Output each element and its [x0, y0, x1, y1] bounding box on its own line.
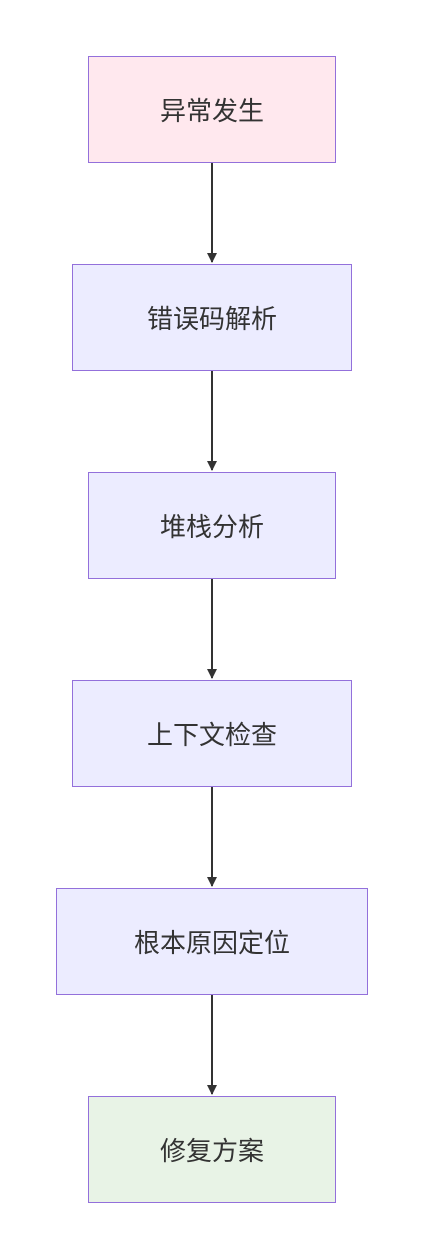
node-fix-plan: 修复方案 [88, 1096, 336, 1203]
node-label: 堆栈分析 [159, 513, 264, 543]
node-label: 上下文检查 [146, 721, 277, 751]
node-context-check: 上下文检查 [72, 680, 352, 787]
node-label: 异常发生 [159, 97, 264, 127]
node-label: 错误码解析 [146, 305, 277, 335]
node-stack-analysis: 堆栈分析 [88, 472, 336, 579]
node-error-code-parsing: 错误码解析 [72, 264, 352, 371]
node-exception-occurred: 异常发生 [88, 56, 336, 163]
node-label: 修复方案 [159, 1137, 264, 1167]
node-root-cause-location: 根本原因定位 [56, 888, 368, 995]
node-label: 根本原因定位 [133, 929, 290, 959]
